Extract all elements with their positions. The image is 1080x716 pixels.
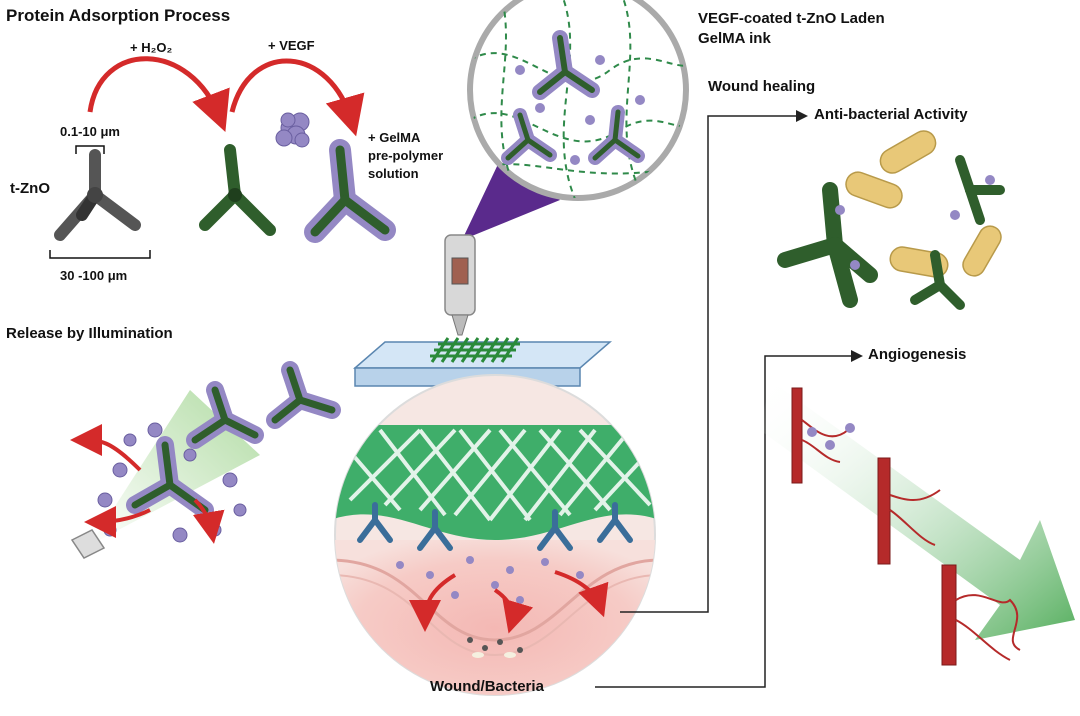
release-scene	[70, 361, 341, 559]
bioprinter-nozzle	[444, 234, 476, 336]
size-small-label: 0.1-10 μm	[60, 124, 120, 139]
tzno-tetrapod-gray	[54, 149, 141, 241]
bacterium	[845, 130, 1002, 278]
vegf-coated-tetrapod	[304, 139, 396, 243]
ink-title-line2: GelMA ink	[698, 30, 771, 47]
wound-bacteria-debris	[467, 637, 523, 658]
ink-title-line1: VEGF-coated t-ZnO Laden	[698, 10, 885, 27]
angiogenesis-scene	[760, 380, 1075, 666]
adsorption-arrow-h2o2	[87, 56, 230, 132]
connector-wound-healing	[620, 110, 808, 613]
tzno-label: t-ZnO	[10, 180, 50, 197]
ink-tetrapod-2	[501, 108, 557, 165]
size-large-label: 30 -100 μm	[60, 268, 128, 283]
tzno-tetrapod-green	[199, 144, 276, 236]
h2o2-label: + H₂O₂	[130, 40, 173, 55]
antibacterial-label: Anti-bacterial Activity	[814, 106, 968, 123]
gelma-line1: + GelMA	[368, 130, 421, 145]
protein-adsorption-title: Protein Adsorption Process	[6, 6, 231, 25]
vegf-protein-cluster	[275, 112, 310, 148]
wound-circle	[334, 374, 656, 696]
ink-zoom-cone	[462, 160, 560, 240]
wound-healing-label: Wound healing	[708, 78, 816, 95]
connector-angiogenesis	[595, 350, 863, 688]
antibacterial-scene	[777, 130, 1005, 310]
size-bracket-small	[75, 145, 105, 154]
release-title: Release by Illumination	[6, 325, 173, 342]
blood-vessel	[791, 387, 957, 666]
adsorption-arrow-vegf	[229, 58, 365, 137]
angiogenesis-label: Angiogenesis	[868, 346, 967, 363]
gelma-line2: pre-polymer	[368, 148, 444, 163]
ink-tetrapod-1	[532, 30, 600, 100]
printed-scaffold	[430, 337, 520, 363]
vegf-label: + VEGF	[268, 38, 315, 53]
ink-tetrapod-3	[588, 105, 645, 165]
ink-zoom-circle	[467, 0, 689, 201]
size-bracket-large	[49, 250, 151, 259]
gelma-line3: solution	[368, 166, 419, 181]
wound-bacteria-label: Wound/Bacteria	[430, 678, 544, 695]
